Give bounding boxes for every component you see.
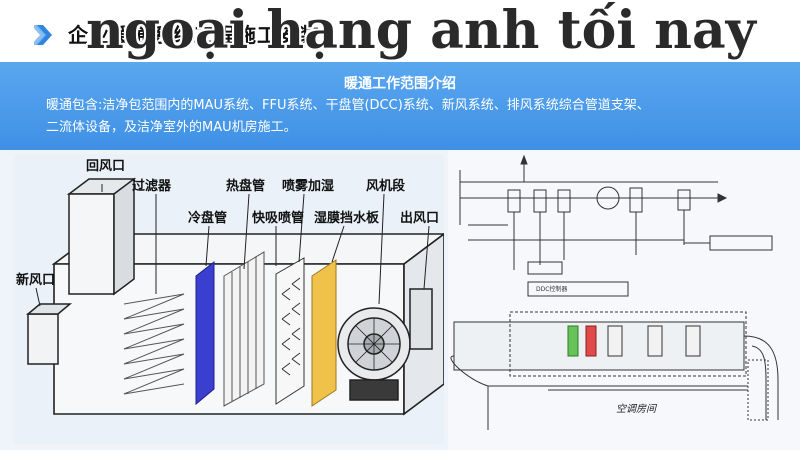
header-bar: 企业暖通系统工程施工安装 ngoại hạng anh tối nay <box>0 0 800 62</box>
intro-heading: 暖通工作范围介绍 <box>344 76 456 92</box>
label-fresh-air: 新风口 <box>16 272 55 288</box>
label-fan-section: 风机段 <box>366 178 405 194</box>
fan-unit <box>337 307 411 401</box>
chevron-right-icon <box>34 25 52 45</box>
label-ddc-controller: DDC控制器 <box>536 285 567 293</box>
label-fast-spray: 快吸喷管 <box>252 210 304 226</box>
page-title: 企业暖通系统工程施工安装 <box>68 23 320 47</box>
label-spray-humidify: 喷雾加湿 <box>282 178 334 194</box>
label-cooling-coil: 冷盘管 <box>188 210 227 226</box>
intro-band: 暖通工作范围介绍 暖通包含:洁净包范围内的MAU系统、FFU系统、干盘管(DCC… <box>0 62 800 150</box>
outlet-vent <box>409 288 433 350</box>
control-schematic: DDC控制器 空调房间 <box>448 150 800 450</box>
watermark-overlay: ngoại hạng anh tối nay <box>86 0 756 61</box>
label-film-baffle: 湿膜挡水板 <box>314 210 380 226</box>
filter-pleats <box>123 293 185 395</box>
lower-schematic <box>450 311 779 430</box>
intro-body: 暖通包含:洁净包范围内的MAU系统、FFU系统、干盘管(DCC)系统、新风系统、… <box>46 95 776 139</box>
label-heating-coil: 热盘管 <box>226 178 265 194</box>
cooling-coil <box>195 260 215 406</box>
intro-line-2: 二流体设备，及洁净室外的MAU机房施工。 <box>46 120 297 135</box>
label-return-air: 回风口 <box>86 159 125 174</box>
ahu-diagram: 回风口 过滤器 热盘管 喷雾加湿 风机段 冷盘管 快吸喷管 湿膜挡水板 出风口 … <box>14 154 444 444</box>
fresh-air-inlet <box>25 303 73 365</box>
upper-schematic <box>459 154 773 297</box>
leader-lines <box>35 184 430 307</box>
spray-nozzles <box>275 257 305 405</box>
return-air-duct <box>66 177 137 296</box>
intro-line-1: 暖通包含:洁净包范围内的MAU系统、FFU系统、干盘管(DCC)系统、新风系统、… <box>46 98 650 113</box>
heating-coil <box>223 251 265 407</box>
label-outlet: 出风口 <box>400 210 439 226</box>
label-machine-room: 空调房间 <box>616 403 658 415</box>
wet-film-baffle <box>311 259 337 407</box>
label-filter: 过滤器 <box>132 178 172 194</box>
